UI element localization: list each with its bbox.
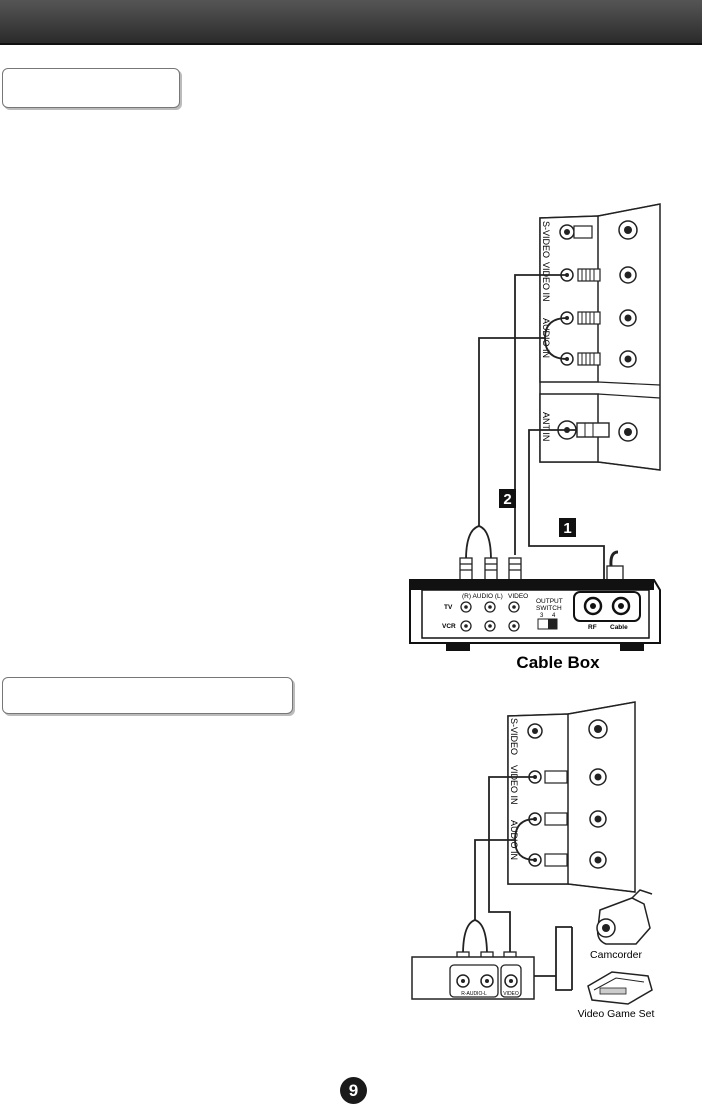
header-bar	[0, 0, 702, 45]
jack-label-video-in-2: VIDEO IN	[509, 765, 519, 805]
device-connection-line	[534, 926, 572, 991]
audio-l-jack-side-2	[589, 851, 607, 869]
cable-box-title: Cable Box	[516, 653, 600, 672]
output-switch[interactable]	[537, 618, 558, 630]
rca-plug-audio-l	[577, 352, 601, 366]
svideo-jack-side-2	[588, 719, 608, 739]
step-badge-1: 1	[559, 518, 576, 537]
box-label-rf: RF	[588, 624, 597, 631]
step-badge-2: 2	[499, 489, 516, 508]
page-number: 9	[340, 1077, 367, 1104]
rca-plug-audio-l-2	[544, 853, 568, 867]
rf-cable-panel	[573, 591, 641, 622]
box-label-ch3: 3	[540, 613, 544, 619]
box-label-rl-audio: (R) AUDIO (L)	[462, 593, 503, 600]
device-label-camcorder: Camcorder	[590, 949, 642, 961]
section-heading-box-cable	[2, 68, 180, 108]
plug-svideo	[573, 225, 593, 239]
rca-plug-audio-r-2	[544, 812, 568, 826]
camcorder-icon	[596, 889, 653, 945]
audio-r-jack-side	[619, 309, 637, 327]
rca-plug-video-2	[544, 770, 568, 784]
cable-audio-split-2	[462, 919, 488, 956]
jack-label-ant-in: ANT IN	[541, 412, 551, 441]
panel-label-video: VIDEO	[503, 991, 519, 997]
audio-l-jack-side	[619, 350, 637, 368]
svideo-jack-2	[527, 723, 543, 739]
svg-text:1: 1	[563, 520, 571, 537]
rca-plug-video	[577, 268, 601, 282]
ant-jack-side	[618, 422, 638, 442]
rca-plugs-box	[459, 557, 522, 583]
video-jack-side	[619, 266, 637, 284]
cable-box-diagram: S-VIDEO VIDEO IN AUDIO IN ANT IN 2 1 (R	[409, 203, 661, 672]
box-label-video: VIDEO	[508, 593, 528, 600]
box-label-cable: Cable	[610, 624, 628, 631]
cable-audio	[478, 337, 545, 526]
cable-video	[514, 274, 567, 555]
video-game-set-icon	[587, 971, 653, 1005]
panel-label-audio: R-AUDIO-L	[461, 991, 487, 997]
box-label-tv: TV	[444, 604, 453, 611]
rca-plug-audio-r	[577, 311, 601, 325]
cable-video-2	[488, 776, 535, 955]
rf-plug-ant	[576, 422, 610, 438]
jack-label-video-in: VIDEO IN	[541, 262, 551, 302]
av-output-panel	[411, 956, 535, 1000]
device-label-game: Video Game Set	[578, 1008, 655, 1020]
svideo-jack-side	[618, 220, 638, 240]
section-heading-box-camcorder	[2, 677, 293, 714]
svg-text:2: 2	[503, 491, 511, 508]
box-label-vcr: VCR	[442, 623, 456, 630]
box-label-ch4: 4	[552, 613, 556, 619]
jack-label-svideo: S-VIDEO	[541, 221, 551, 258]
box-label-output: OUTPUT	[536, 598, 563, 605]
svideo-jack	[559, 224, 575, 240]
video-jack-side-2	[589, 768, 607, 786]
cable-audio-split	[465, 525, 492, 561]
cable-rf	[528, 429, 605, 590]
jack-label-svideo-2: S-VIDEO	[509, 718, 519, 755]
audio-l-jack	[560, 352, 574, 366]
cable-audio-2	[474, 839, 515, 920]
box-label-switch: SWITCH	[536, 605, 562, 612]
camcorder-diagram: S-VIDEO VIDEO IN AUDIO IN R-AUDIO-L VIDE…	[411, 701, 655, 1020]
audio-r-jack-side-2	[589, 810, 607, 828]
jack-label-audio-in: AUDIO IN	[541, 318, 551, 358]
